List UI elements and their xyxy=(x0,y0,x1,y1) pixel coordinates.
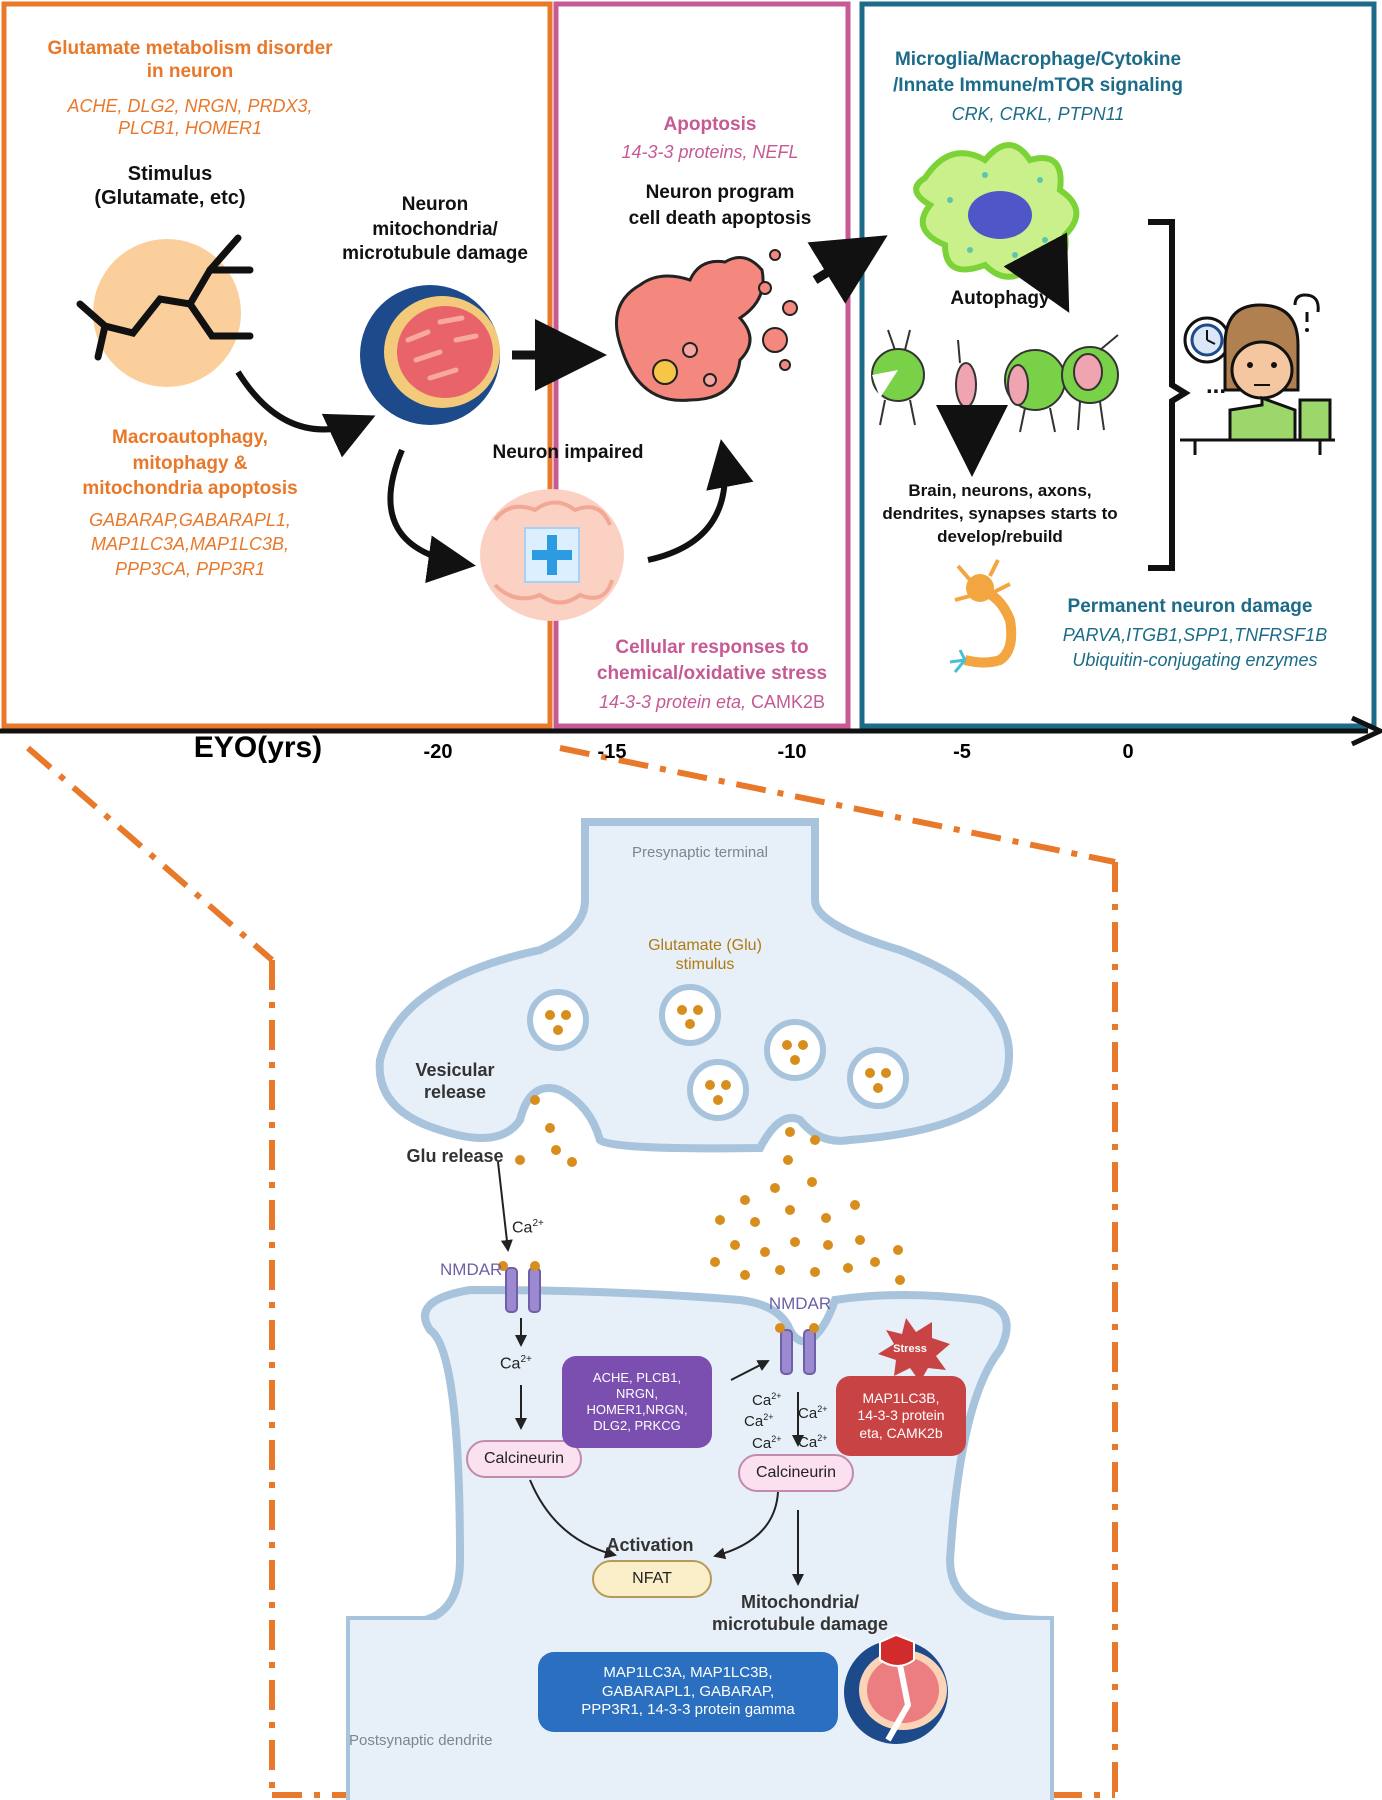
nmdar-right-label: NMDAR xyxy=(768,1294,832,1313)
calcineurin-left: Calcineurin xyxy=(466,1440,582,1478)
panel-microglia-border xyxy=(859,1,1377,729)
glutamate-dots xyxy=(515,1095,905,1285)
zoom-line-right xyxy=(559,745,1116,865)
damaged-mitochondria-icon xyxy=(844,1633,948,1744)
microglia-title: Microglia/Macrophage/Cytokine /Innate Im… xyxy=(893,49,1183,96)
nmdar-left-icon xyxy=(498,1261,541,1313)
nmdar-left-label: NMDAR xyxy=(440,1260,503,1279)
neuron-icon xyxy=(949,559,1017,673)
arrow-microglia-to-autophagy xyxy=(1003,232,1070,313)
microglia-genes: CRK, CRKL, PTPN11 xyxy=(951,104,1125,124)
macroautophagy-title: Macroautophagy, mitophagy & mitochondria… xyxy=(82,427,298,500)
arrow-brain-to-apoptosis xyxy=(647,439,754,563)
ca-ion-stack-right: Ca2+ Ca2+ xyxy=(798,1404,828,1451)
purple-gene-box: ACHE, PLCB1, NRGN, HOMER1,NRGN, DLG2, PR… xyxy=(562,1356,712,1448)
apoptotic-cell-icon xyxy=(614,249,798,402)
ellipsis: ... xyxy=(1205,372,1226,399)
red-gene-box: MAP1LC3B, 14-3-3 protein eta, CAMK2b xyxy=(836,1376,966,1456)
microglia-icon xyxy=(913,142,1080,280)
mito-damage-bottom-label: Mitochondria/ microtubule damage xyxy=(711,1592,889,1634)
nmdar-right-icon xyxy=(775,1323,819,1375)
vesicles xyxy=(527,984,909,1121)
macroautophagy-genes: GABARAP,GABARAPL1, MAP1LC3A,MAP1LC3B, PP… xyxy=(89,510,291,579)
vesicular-release-label: Vesicular release xyxy=(415,1060,495,1102)
apoptosis-genes: 14-3-3 proteins, NEFL xyxy=(621,142,799,162)
arrow-apoptosis-to-microglia xyxy=(807,235,888,304)
calcineurin-right: Calcineurin xyxy=(738,1454,854,1492)
brain-icon xyxy=(480,489,624,621)
arrow-stimulus-to-mito xyxy=(235,370,376,458)
glutamate-skeleton-icon xyxy=(76,234,254,361)
panel1-title: Glutamate metabolism disorder in neuron xyxy=(47,38,333,82)
axis-tick: -5 xyxy=(953,741,971,763)
axis-tick: -20 xyxy=(423,741,453,763)
ca-ion-stack-left: Ca2+ Ca2+ Ca2+ xyxy=(744,1391,782,1452)
presynaptic-label: Presynaptic terminal xyxy=(632,844,768,861)
stress-label: Stress xyxy=(893,1343,927,1355)
glu-release-label: Glu release xyxy=(406,1146,504,1166)
autophagy-label: Autophagy xyxy=(950,288,1050,309)
stress-response-title: Cellular responses to chemical/oxidative… xyxy=(596,637,828,684)
confused-person-icon xyxy=(1180,293,1335,455)
bracket xyxy=(1148,219,1191,571)
ca-ion-label: Ca2+ xyxy=(512,1218,544,1237)
apoptosis-title: Apoptosis xyxy=(663,114,757,135)
blue-gene-box: MAP1LC3A, MAP1LC3B, GABARAPL1, GABARAP, … xyxy=(538,1652,838,1732)
permanent-damage-title: Permanent neuron damage xyxy=(1067,596,1313,617)
rebuild-label: Brain, neurons, axons, dendrites, synaps… xyxy=(882,481,1118,546)
zoom-line-left xyxy=(26,745,274,963)
axis-tick: -10 xyxy=(777,741,807,763)
nfat-pill: NFAT xyxy=(592,1560,712,1598)
stimulus-label: Stimulus (Glutamate, etc) xyxy=(94,163,246,209)
permanent-damage-genes: PARVA,ITGB1,SPP1,TNFRSF1B Ubiquitin-conj… xyxy=(1062,625,1328,671)
panel1-genes: ACHE, DLG2, NRGN, PRDX3, PLCB1, HOMER1 xyxy=(67,96,313,138)
ca-ion-label: Ca2+ xyxy=(500,1354,532,1373)
stress-burst-icon xyxy=(878,1318,950,1382)
stress-response-genes: 14-3-3 protein eta, CAMK2B xyxy=(598,692,826,712)
mitochondria-icon xyxy=(360,285,500,425)
mito-damage-label: Neuron mitochondria/ microtubule damage xyxy=(342,194,528,265)
arrow-mito-to-brain xyxy=(387,448,476,584)
postsynaptic-label: Postsynaptic dendrite xyxy=(349,1732,493,1749)
axis-tick: 0 xyxy=(1122,741,1134,763)
activation-label: Activation xyxy=(606,1535,694,1555)
axis-label: EYO(yrs) xyxy=(193,731,323,764)
axis-tick: -15 xyxy=(597,741,627,763)
apoptosis-subtitle: Neuron program cell death apoptosis xyxy=(628,182,812,229)
glu-stimulus-label: Glutamate (Glu) stimulus xyxy=(648,937,762,974)
autophagy-cells-icon xyxy=(871,329,1119,433)
neuron-impaired-label: Neuron impaired xyxy=(492,442,644,463)
timeline-arrowhead xyxy=(1350,715,1382,747)
